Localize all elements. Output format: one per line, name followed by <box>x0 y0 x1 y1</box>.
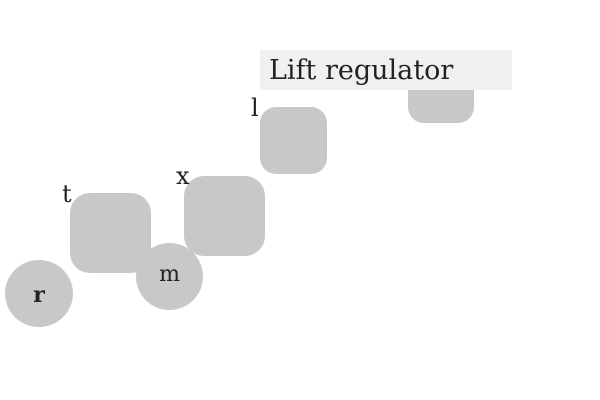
node-m: m <box>136 243 203 310</box>
tile-l <box>260 107 327 174</box>
label-t: t <box>62 180 72 208</box>
node-r: r <box>5 260 73 327</box>
tile-x <box>184 176 265 256</box>
label-x: x <box>176 162 190 190</box>
tile-t <box>70 193 151 273</box>
title-text: Lift regulator <box>269 54 454 86</box>
label-l: l <box>251 94 259 122</box>
node-m-label: m <box>159 261 180 287</box>
node-r-label: r <box>33 281 45 308</box>
title-bar: Lift regulator <box>260 50 512 90</box>
